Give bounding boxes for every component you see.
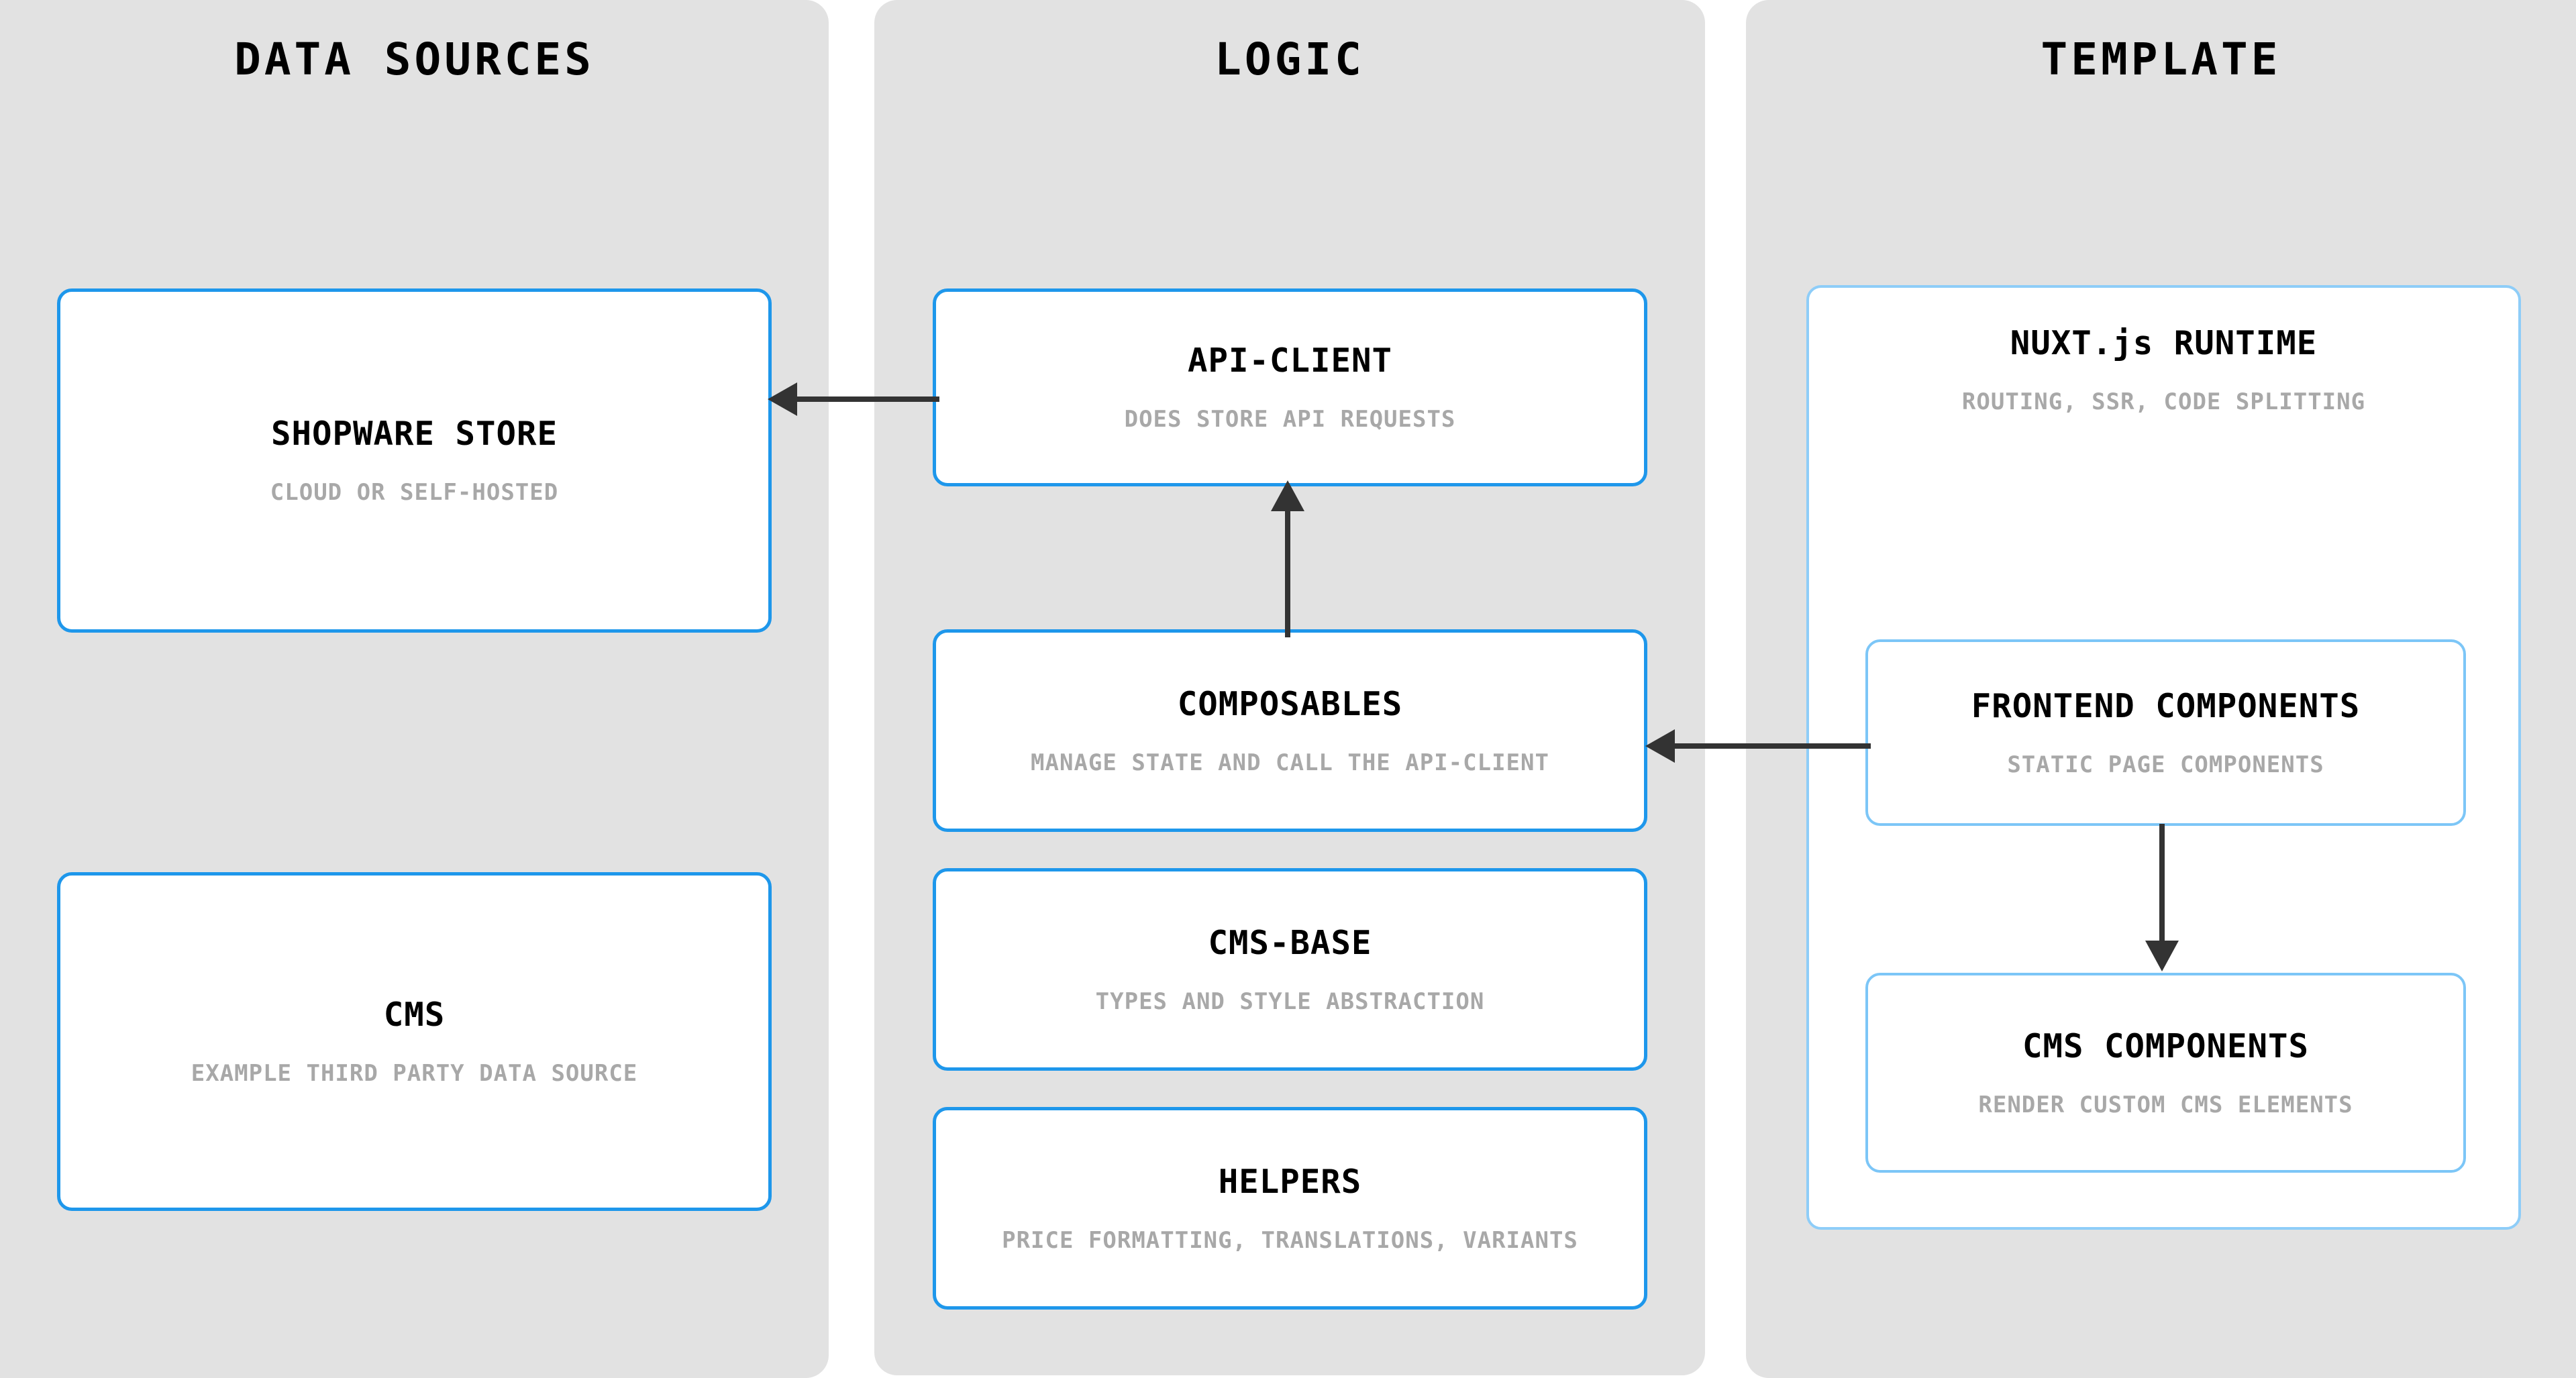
card-frontend-components[interactable]: FRONTEND COMPONENTS STATIC PAGE COMPONEN… (1865, 639, 2466, 826)
card-shopware-store[interactable]: SHOPWARE STORE CLOUD OR SELF-HOSTED (57, 288, 772, 633)
card-cms-components-subtitle: RENDER CUSTOM CMS ELEMENTS (1978, 1091, 2353, 1118)
card-helpers[interactable]: HELPERS PRICE FORMATTING, TRANSLATIONS, … (933, 1107, 1647, 1310)
card-nuxt-runtime-title: NUXT.js RUNTIME (2010, 324, 2318, 362)
card-api-client[interactable]: API-CLIENT DOES STORE API REQUESTS (933, 288, 1647, 486)
card-cms-components[interactable]: CMS COMPONENTS RENDER CUSTOM CMS ELEMENT… (1865, 973, 2466, 1173)
card-composables-title: COMPOSABLES (1177, 684, 1403, 723)
card-composables[interactable]: COMPOSABLES MANAGE STATE AND CALL THE AP… (933, 629, 1647, 832)
card-helpers-subtitle: PRICE FORMATTING, TRANSLATIONS, VARIANTS (1002, 1226, 1578, 1254)
card-shopware-store-subtitle: CLOUD OR SELF-HOSTED (270, 479, 559, 506)
card-api-client-title: API-CLIENT (1187, 341, 1392, 380)
card-cms[interactable]: CMS EXAMPLE THIRD PARTY DATA SOURCE (57, 872, 772, 1211)
card-cms-subtitle: EXAMPLE THIRD PARTY DATA SOURCE (191, 1060, 638, 1087)
card-cms-base[interactable]: CMS-BASE TYPES AND STYLE ABSTRACTION (933, 868, 1647, 1071)
card-cms-title: CMS (383, 996, 446, 1034)
column-title-logic: LOGIC (1215, 34, 1365, 85)
column-title-template: TEMPLATE (2041, 34, 2281, 85)
card-cms-base-title: CMS-BASE (1208, 923, 1372, 962)
card-frontend-components-title: FRONTEND COMPONENTS (1971, 686, 2361, 725)
card-shopware-store-title: SHOPWARE STORE (270, 415, 558, 453)
card-composables-subtitle: MANAGE STATE AND CALL THE API-CLIENT (1031, 749, 1549, 776)
card-api-client-subtitle: DOES STORE API REQUESTS (1124, 406, 1456, 433)
card-cms-base-subtitle: TYPES AND STYLE ABSTRACTION (1095, 988, 1485, 1015)
card-nuxt-runtime-subtitle: ROUTING, SSR, CODE SPLITTING (1961, 388, 2366, 415)
card-frontend-components-subtitle: STATIC PAGE COMPONENTS (2007, 751, 2324, 778)
card-helpers-title: HELPERS (1218, 1162, 1362, 1201)
card-cms-components-title: CMS COMPONENTS (2022, 1026, 2309, 1065)
column-title-data-sources: DATA SOURCES (234, 34, 595, 85)
